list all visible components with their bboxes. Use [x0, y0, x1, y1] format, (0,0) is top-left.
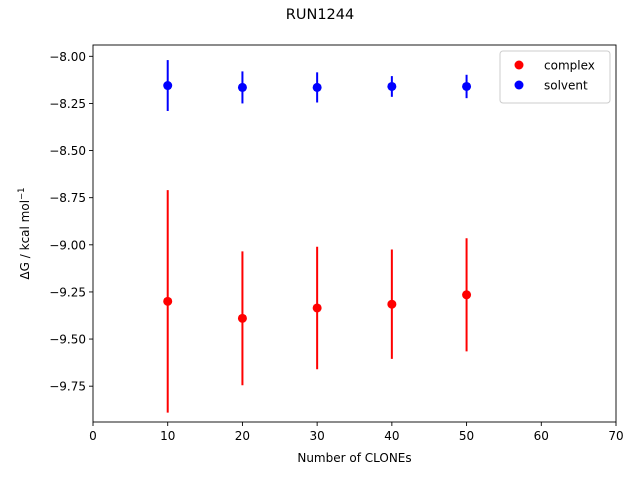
y-axis-label: ΔG / kcal mol−1 [17, 187, 32, 279]
y-tick-label: −9.50 [49, 333, 86, 347]
solvent-point [163, 81, 173, 91]
complex-point [387, 299, 397, 309]
legend-marker-complex [514, 60, 524, 70]
plot-frame [92, 44, 617, 423]
y-tick-label: −8.50 [49, 144, 86, 158]
legend-box [499, 50, 611, 104]
y-tick-label: −9.25 [49, 285, 86, 299]
x-tick-label: 10 [160, 429, 175, 443]
y-tick-label: −8.00 [49, 50, 86, 64]
complex-point [163, 296, 173, 306]
x-tick-label: 60 [534, 429, 549, 443]
legend-label-solvent: solvent [544, 79, 588, 93]
complex-point [237, 313, 247, 323]
legend-marker-solvent [514, 80, 524, 90]
legend-label-complex: complex [544, 59, 595, 73]
y-tick-label: −9.75 [49, 380, 86, 394]
complex-point [462, 290, 472, 300]
chart-title: RUN1244 [285, 7, 355, 23]
solvent-point [237, 82, 247, 92]
x-tick-label: 0 [89, 429, 97, 443]
solvent-point [312, 82, 322, 92]
x-axis-label: Number of CLONEs [297, 451, 411, 465]
solvent-point [462, 81, 472, 91]
x-tick-label: 20 [235, 429, 250, 443]
x-tick-label: 30 [310, 429, 325, 443]
x-tick-label: 50 [459, 429, 474, 443]
y-tick-label: −8.25 [49, 97, 86, 111]
solvent-point [387, 81, 397, 91]
y-tick-label: −9.00 [49, 238, 86, 252]
x-tick-label: 70 [608, 429, 623, 443]
x-tick-label: 40 [384, 429, 399, 443]
complex-point [312, 303, 322, 313]
y-tick-label: −8.75 [49, 191, 86, 205]
